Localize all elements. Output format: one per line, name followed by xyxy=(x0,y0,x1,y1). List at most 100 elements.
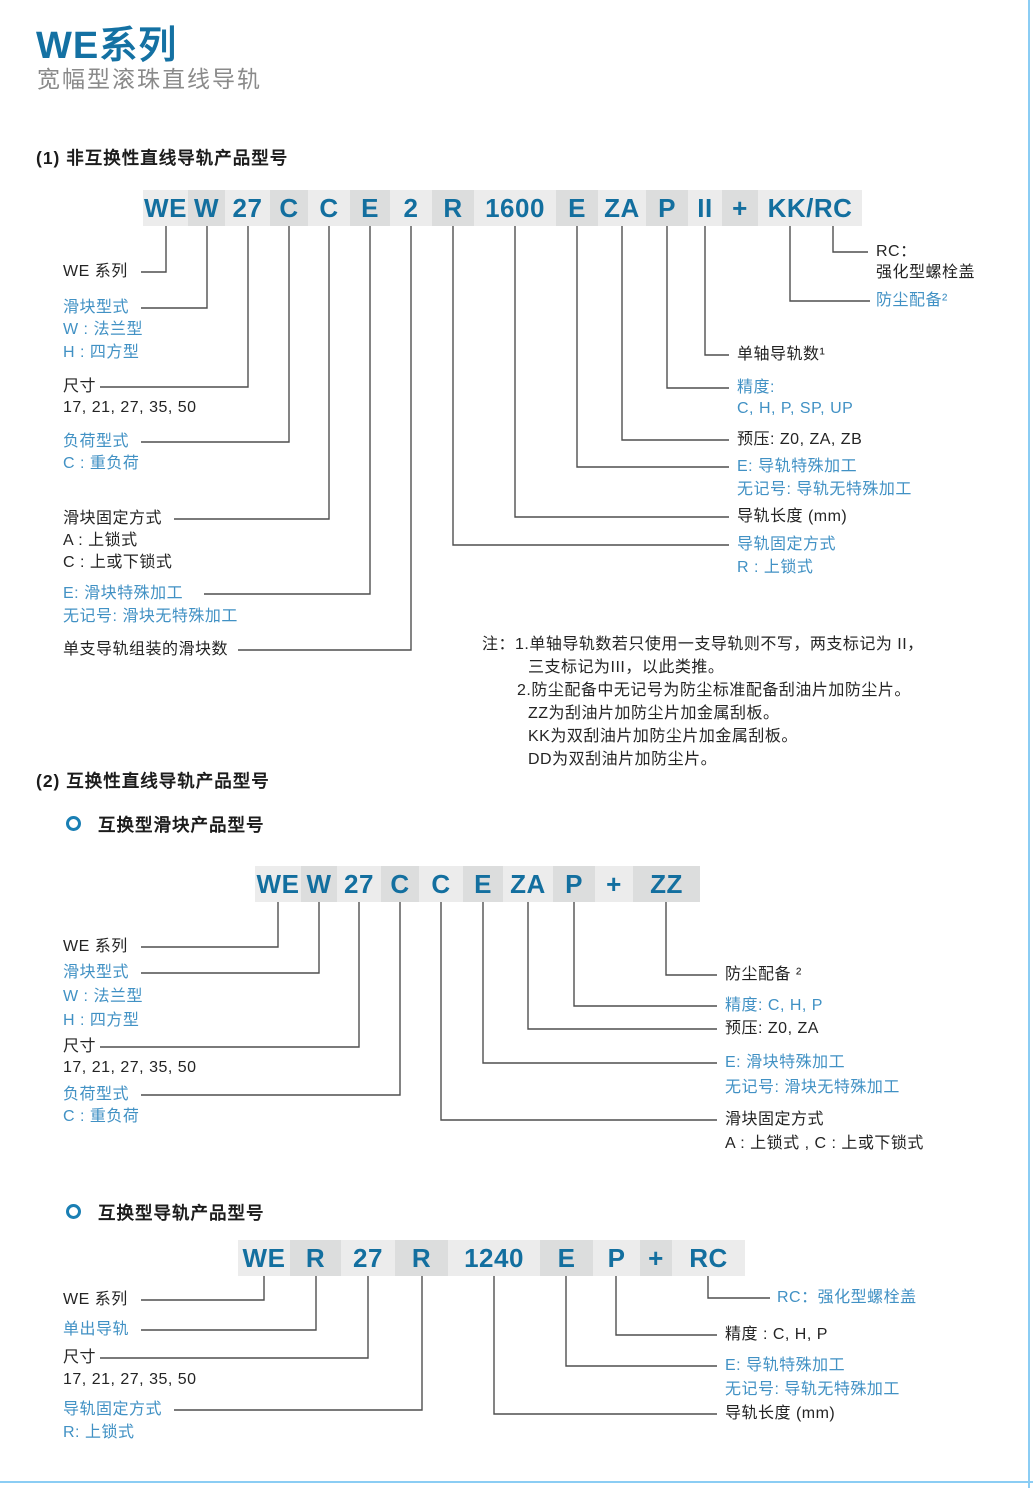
callout-line xyxy=(621,226,729,441)
label-rail-length: 导轨长度 (mm) xyxy=(725,1405,836,1422)
notes-line: KK为双刮油片加防尘片加金属刮板。 xyxy=(528,728,798,745)
model-segment: C xyxy=(419,866,463,902)
model-segment: P xyxy=(646,190,688,226)
label-size-values: 17, 21, 27, 35, 50 xyxy=(63,399,197,416)
model-segment: + xyxy=(722,190,758,226)
model-segment: R xyxy=(432,190,474,226)
callout-line xyxy=(665,902,717,976)
label-block-special: E: 滑块特殊加工 xyxy=(725,1054,846,1071)
label-dust-proof: 防尘配备² xyxy=(876,292,948,309)
label-size-values: 17, 21, 27, 35, 50 xyxy=(63,1371,197,1388)
model-code-row-2: WE W 27 C C E ZA P + ZZ xyxy=(255,866,700,902)
callout-line xyxy=(573,902,717,1007)
label-we-series: WE 系列 xyxy=(63,938,128,955)
callout-line xyxy=(440,902,717,1121)
notes-line: 三支标记为III，以此类推。 xyxy=(528,659,725,676)
label-block-fix-a: A : 上锁式 xyxy=(63,532,138,549)
label-block-count: 单支导轨组装的滑块数 xyxy=(63,641,229,658)
model-segment: C xyxy=(308,190,350,226)
callout-line xyxy=(493,1276,717,1415)
label-accuracy: 精度: xyxy=(737,379,775,396)
notes-line: 注：1.单轴导轨数若只使用一支导轨则不写，两支标记为 II， xyxy=(482,636,924,653)
callout-line xyxy=(238,226,412,651)
label-block-type: 滑块型式 xyxy=(63,964,130,981)
callout-line xyxy=(452,226,729,546)
model-segment: + xyxy=(640,1240,672,1276)
label-block-fix-vals: A : 上锁式 , C : 上或下锁式 xyxy=(725,1135,924,1152)
label-load-type: 负荷型式 xyxy=(63,1086,130,1103)
label-rail-fix-r: R: 上锁式 xyxy=(63,1424,135,1441)
callout-line xyxy=(141,902,320,974)
callout-line xyxy=(527,902,717,1030)
callout-line xyxy=(204,226,371,595)
label-block-fix-c: C : 上或下锁式 xyxy=(63,554,173,571)
section2-sub2-heading: 互换型导轨产品型号 xyxy=(98,1203,265,1223)
model-segment: 27 xyxy=(225,190,270,226)
callout-line xyxy=(832,226,868,253)
callout-line xyxy=(704,226,729,356)
label-rc: RC： xyxy=(876,243,917,260)
label-rail-fix-r: R : 上锁式 xyxy=(737,559,814,576)
callout-line xyxy=(174,1276,423,1411)
label-we-series: WE 系列 xyxy=(63,263,128,280)
label-rail-fix: 导轨固定方式 xyxy=(737,536,837,553)
notes-line: 2.防尘配备中无记号为防尘标准配备刮油片加防尘片。 xyxy=(517,682,911,699)
notes-line: ZZ为刮油片加防尘片加金属刮板。 xyxy=(528,705,780,722)
callout-line xyxy=(615,1276,717,1336)
model-segment: R xyxy=(290,1240,341,1276)
model-segment: 2 xyxy=(390,190,432,226)
label-dust-proof: 防尘配备 ² xyxy=(725,966,802,983)
model-segment: + xyxy=(595,866,633,902)
model-segment: 27 xyxy=(341,1240,395,1276)
label-size: 尺寸 xyxy=(63,378,97,395)
label-block-type-h: H : 四方型 xyxy=(63,344,140,361)
model-segment: E xyxy=(350,190,390,226)
callout-line xyxy=(789,226,870,302)
model-segment: WE xyxy=(143,190,188,226)
page-right-edge-rule xyxy=(1028,0,1030,1488)
model-segment: 27 xyxy=(337,866,381,902)
label-rail-nomark: 无记号: 导轨无特殊加工 xyxy=(725,1381,900,1398)
label-block-type-w: W : 法兰型 xyxy=(63,321,143,338)
label-block-nomark: 无记号: 滑块无特殊加工 xyxy=(63,608,238,625)
page-bottom-edge-rule xyxy=(0,1481,1033,1483)
callout-line xyxy=(100,1276,369,1359)
label-rail-length: 导轨长度 (mm) xyxy=(737,508,848,525)
model-segment: ZA xyxy=(503,866,553,902)
callout-line xyxy=(666,226,729,389)
section2-heading: (2) 互换性直线导轨产品型号 xyxy=(36,771,270,791)
label-rail-fix: 导轨固定方式 xyxy=(63,1401,163,1418)
label-block-fix: 滑块固定方式 xyxy=(63,510,163,527)
label-preload: 预压: Z0, ZA xyxy=(725,1020,819,1037)
label-rail-special: E: 导轨特殊加工 xyxy=(737,458,858,475)
label-rc-cap: 强化型螺栓盖 xyxy=(876,264,976,281)
section1-heading: (1) 非互换性直线导轨产品型号 xyxy=(36,148,289,168)
label-we-series: WE 系列 xyxy=(63,1291,128,1308)
callout-line xyxy=(174,226,330,520)
model-segment: C xyxy=(270,190,308,226)
model-segment: 1600 xyxy=(474,190,556,226)
page-title: WE系列 xyxy=(36,25,178,67)
callout-line xyxy=(565,1276,717,1367)
model-segment: E xyxy=(540,1240,593,1276)
label-single-rail: 单出导轨 xyxy=(63,1321,130,1338)
model-segment: ZZ xyxy=(633,866,700,902)
model-segment: WE xyxy=(255,866,301,902)
model-segment: 1240 xyxy=(448,1240,540,1276)
bullet-circle-icon xyxy=(66,816,81,831)
label-block-fix: 滑块固定方式 xyxy=(725,1111,825,1128)
label-accuracy-vals: C, H, P, SP, UP xyxy=(737,400,854,417)
page-subtitle: 宽幅型滚珠直线导轨 xyxy=(37,66,262,92)
callout-line xyxy=(141,226,208,309)
label-accuracy: 精度 : C, H, P xyxy=(725,1326,828,1343)
label-rc-cap: RC：强化型螺栓盖 xyxy=(777,1289,917,1306)
callout-line xyxy=(514,226,729,518)
callout-line xyxy=(707,1276,770,1299)
label-size: 尺寸 xyxy=(63,1349,97,1366)
model-segment: RC xyxy=(672,1240,745,1276)
label-rail-nomark: 无记号: 导轨无特殊加工 xyxy=(737,481,912,498)
model-code-row-3: WE R 27 R 1240 E P + RC xyxy=(238,1240,745,1276)
callout-line xyxy=(576,226,729,468)
model-segment: W xyxy=(301,866,337,902)
